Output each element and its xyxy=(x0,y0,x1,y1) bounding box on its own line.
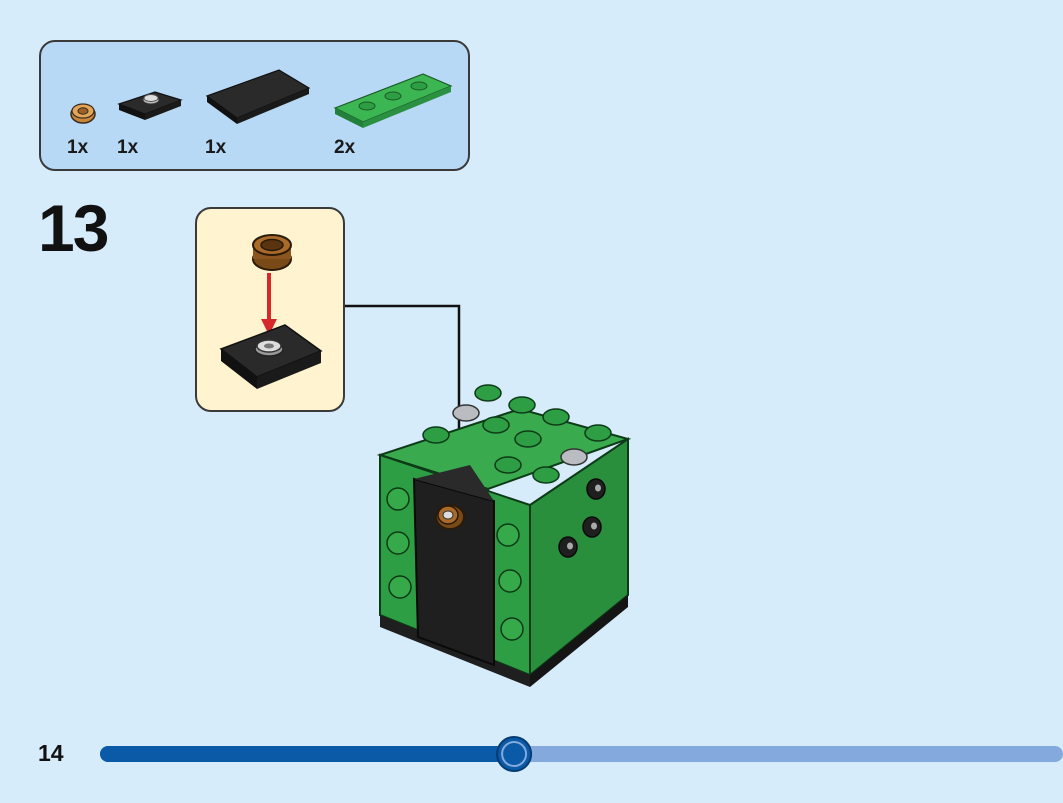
attached-round-piece-icon xyxy=(435,504,465,530)
jumper-plate-black-icon xyxy=(117,91,183,120)
progress-fill xyxy=(100,746,515,762)
round-piece-icon xyxy=(252,234,292,271)
part-qty-3: 1x xyxy=(205,137,227,158)
subassembly-illustration xyxy=(219,234,323,389)
callout-box xyxy=(195,207,345,412)
progress-bar xyxy=(100,736,1063,772)
model-illustration xyxy=(376,384,632,687)
plate-green-icon xyxy=(333,73,453,128)
step-number: 13 xyxy=(38,191,109,265)
jumper-plate-icon xyxy=(219,324,323,389)
red-arrow-icon xyxy=(261,273,277,335)
page-number: 14 xyxy=(38,740,64,766)
part-qty-1: 1x xyxy=(67,137,89,158)
part-qty-4: 2x xyxy=(334,137,356,158)
part-qty-2: 1x xyxy=(117,137,139,158)
parts-list-box: 1x 1x 1x 2x xyxy=(39,40,470,171)
round-plate-tan-icon xyxy=(70,103,96,124)
tile-black-icon xyxy=(205,69,311,124)
